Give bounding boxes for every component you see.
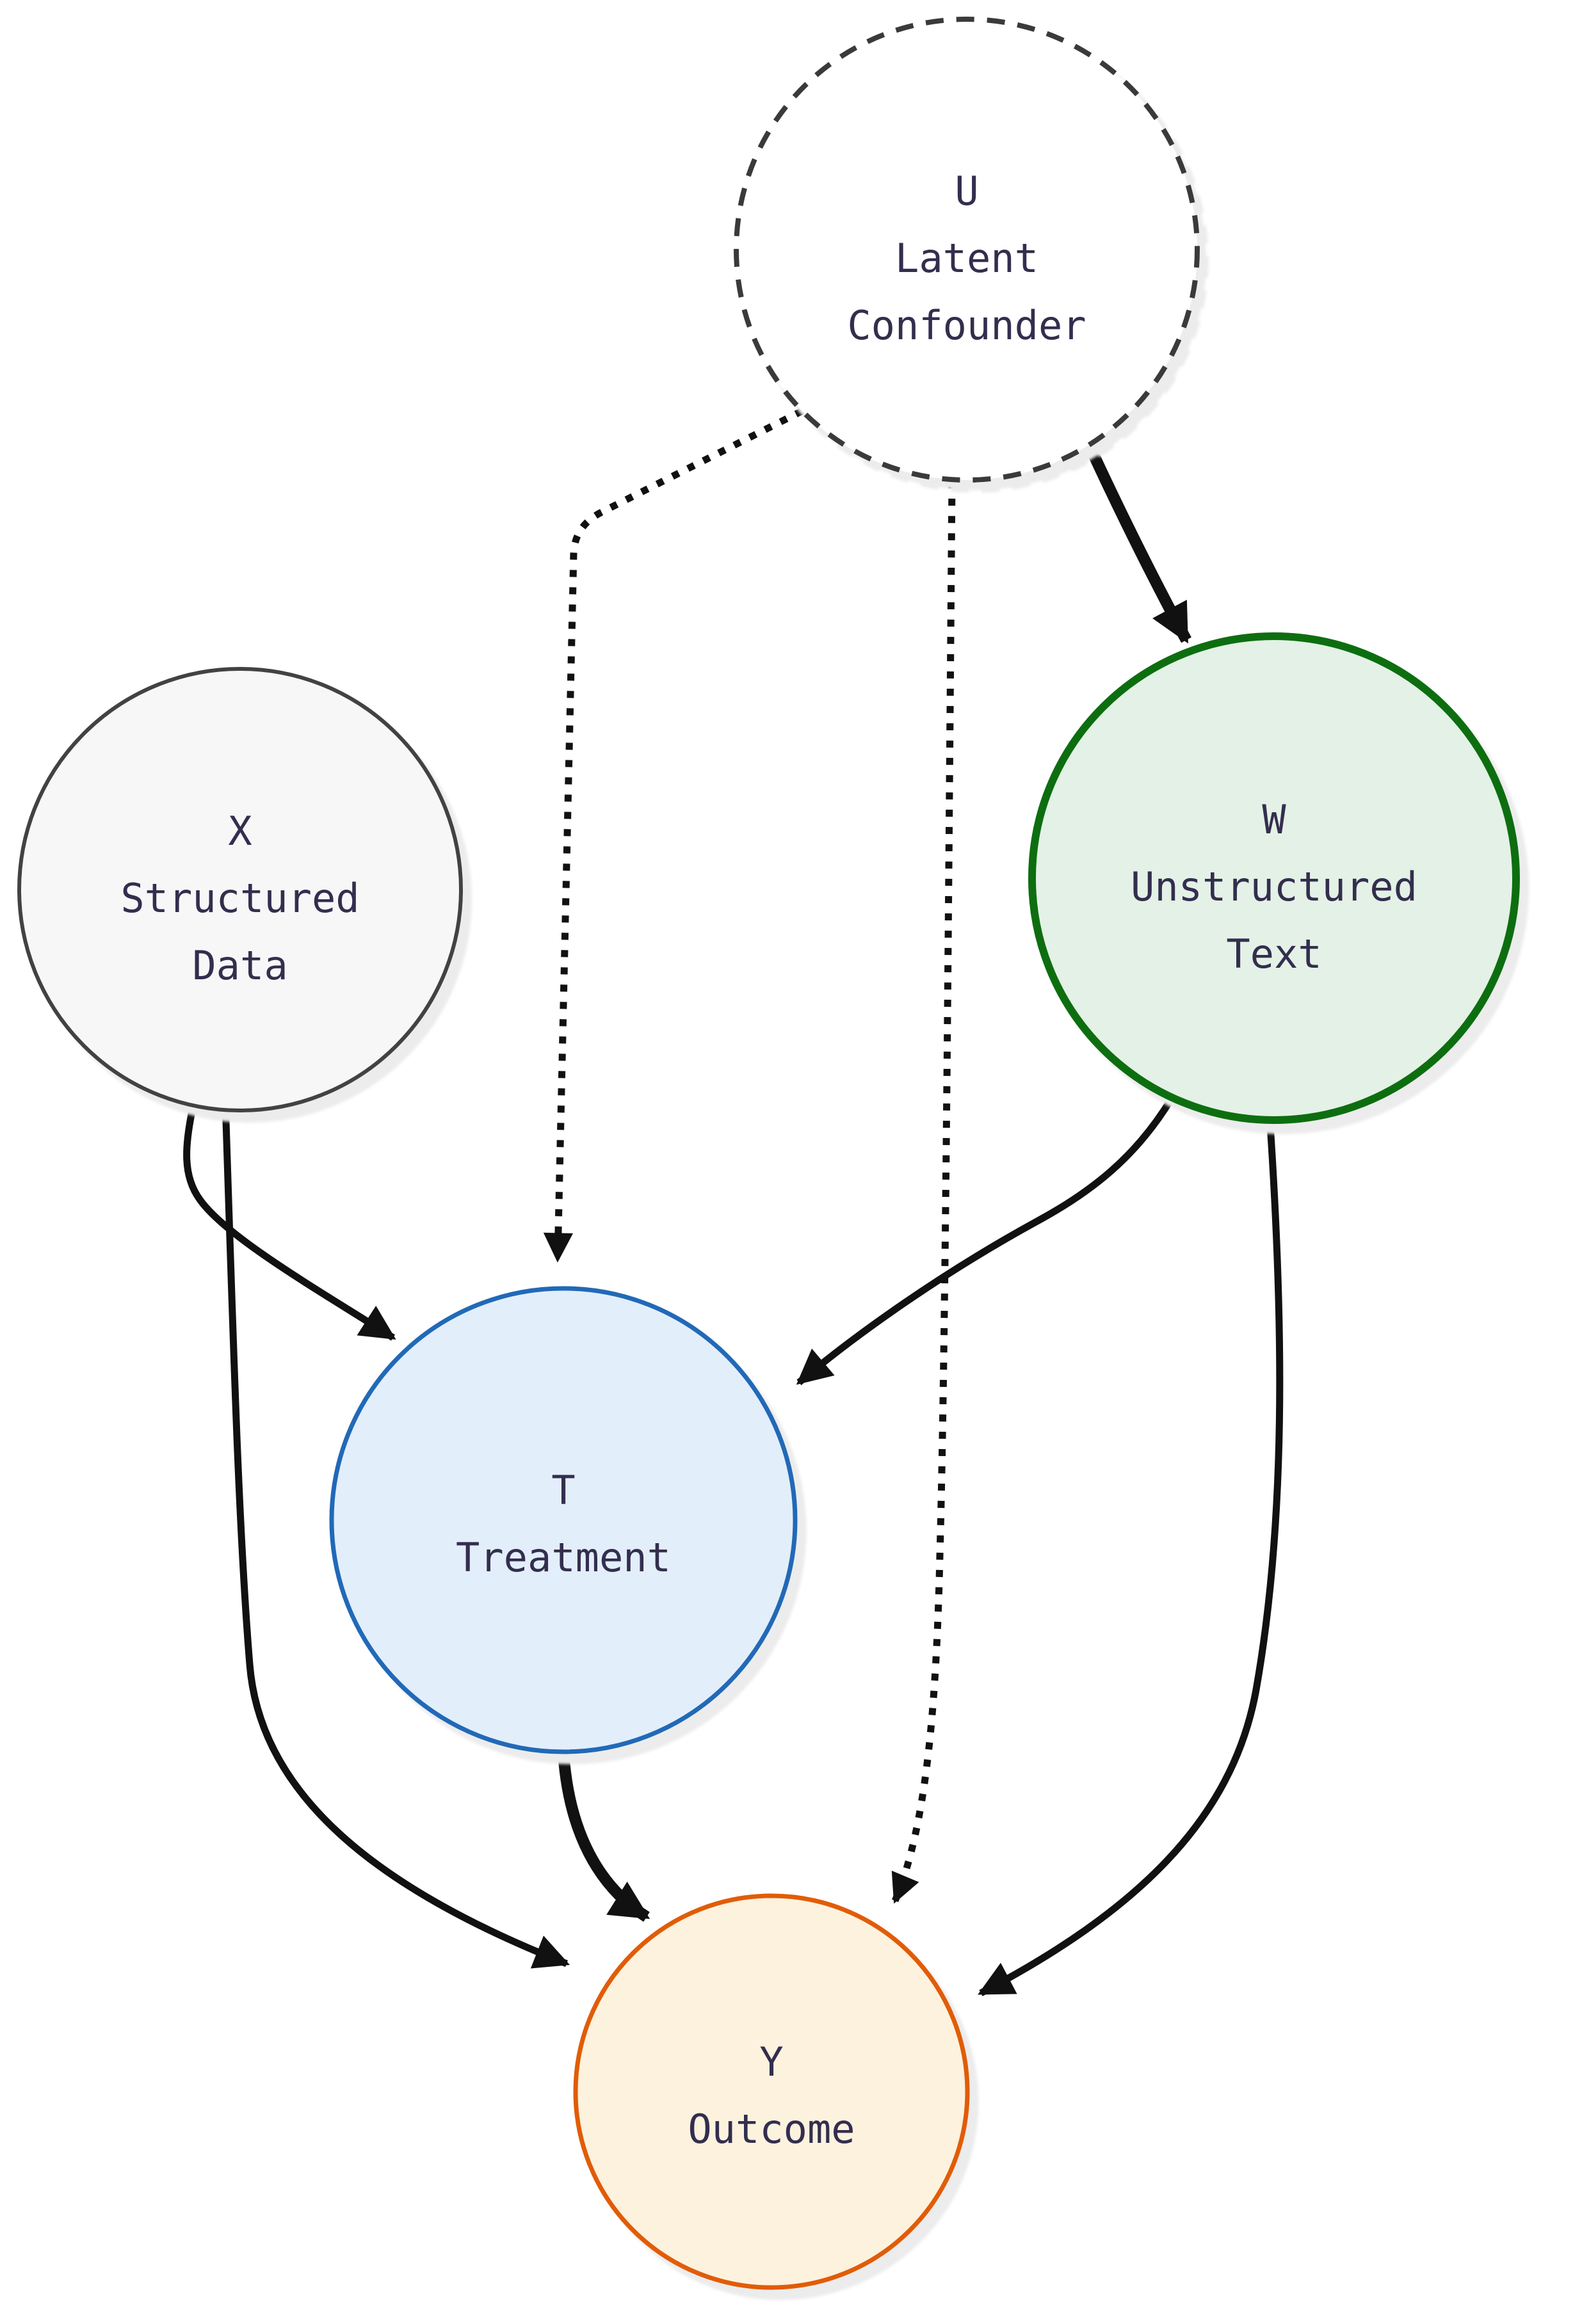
edge-u-to-w bbox=[1084, 444, 1191, 644]
node-u-label-line-2: Confounder bbox=[847, 302, 1086, 349]
node-y: Y Outcome bbox=[573, 1893, 970, 2290]
node-w-letter: W bbox=[1262, 796, 1286, 843]
node-u-letter: U bbox=[955, 168, 978, 214]
node-t-label-line-1: Treatment bbox=[456, 1534, 671, 1581]
edge-w-to-y bbox=[978, 1115, 1284, 1996]
node-x: X Structured Data bbox=[17, 667, 463, 1112]
node-u-label-line-1: Latent bbox=[895, 235, 1038, 282]
node-t-letter: T bbox=[551, 1467, 575, 1514]
node-w: W Unstructured Text bbox=[1028, 632, 1520, 1124]
node-w-label-line-1: Unstructured bbox=[1131, 863, 1417, 910]
node-x-label-line-2: Data bbox=[192, 942, 287, 989]
node-y-label-line-1: Outcome bbox=[688, 2106, 855, 2152]
node-y-circle bbox=[573, 1893, 970, 2290]
node-x-circle bbox=[17, 667, 463, 1112]
node-w-circle bbox=[1028, 632, 1520, 1124]
node-t: T Treatment bbox=[329, 1286, 798, 1754]
edge-x-to-y bbox=[222, 1102, 570, 1969]
edge-w-to-t bbox=[796, 1096, 1175, 1386]
edge-u-to-t bbox=[543, 408, 804, 1263]
edge-t-to-y bbox=[558, 1751, 650, 1922]
node-layer: U Latent Confounder X Structured Data W … bbox=[17, 17, 1520, 2290]
edge-x-to-t bbox=[183, 1101, 396, 1341]
node-u: U Latent Confounder bbox=[734, 17, 1200, 483]
node-x-label-line-1: Structured bbox=[120, 875, 359, 922]
node-y-letter: Y bbox=[759, 2039, 783, 2085]
node-t-circle bbox=[329, 1286, 798, 1754]
node-x-letter: X bbox=[228, 808, 252, 854]
edge-u-to-y bbox=[891, 481, 956, 1904]
node-u-circle bbox=[734, 17, 1200, 483]
node-w-label-line-2: Text bbox=[1226, 931, 1321, 977]
edge-layer bbox=[183, 408, 1284, 1996]
